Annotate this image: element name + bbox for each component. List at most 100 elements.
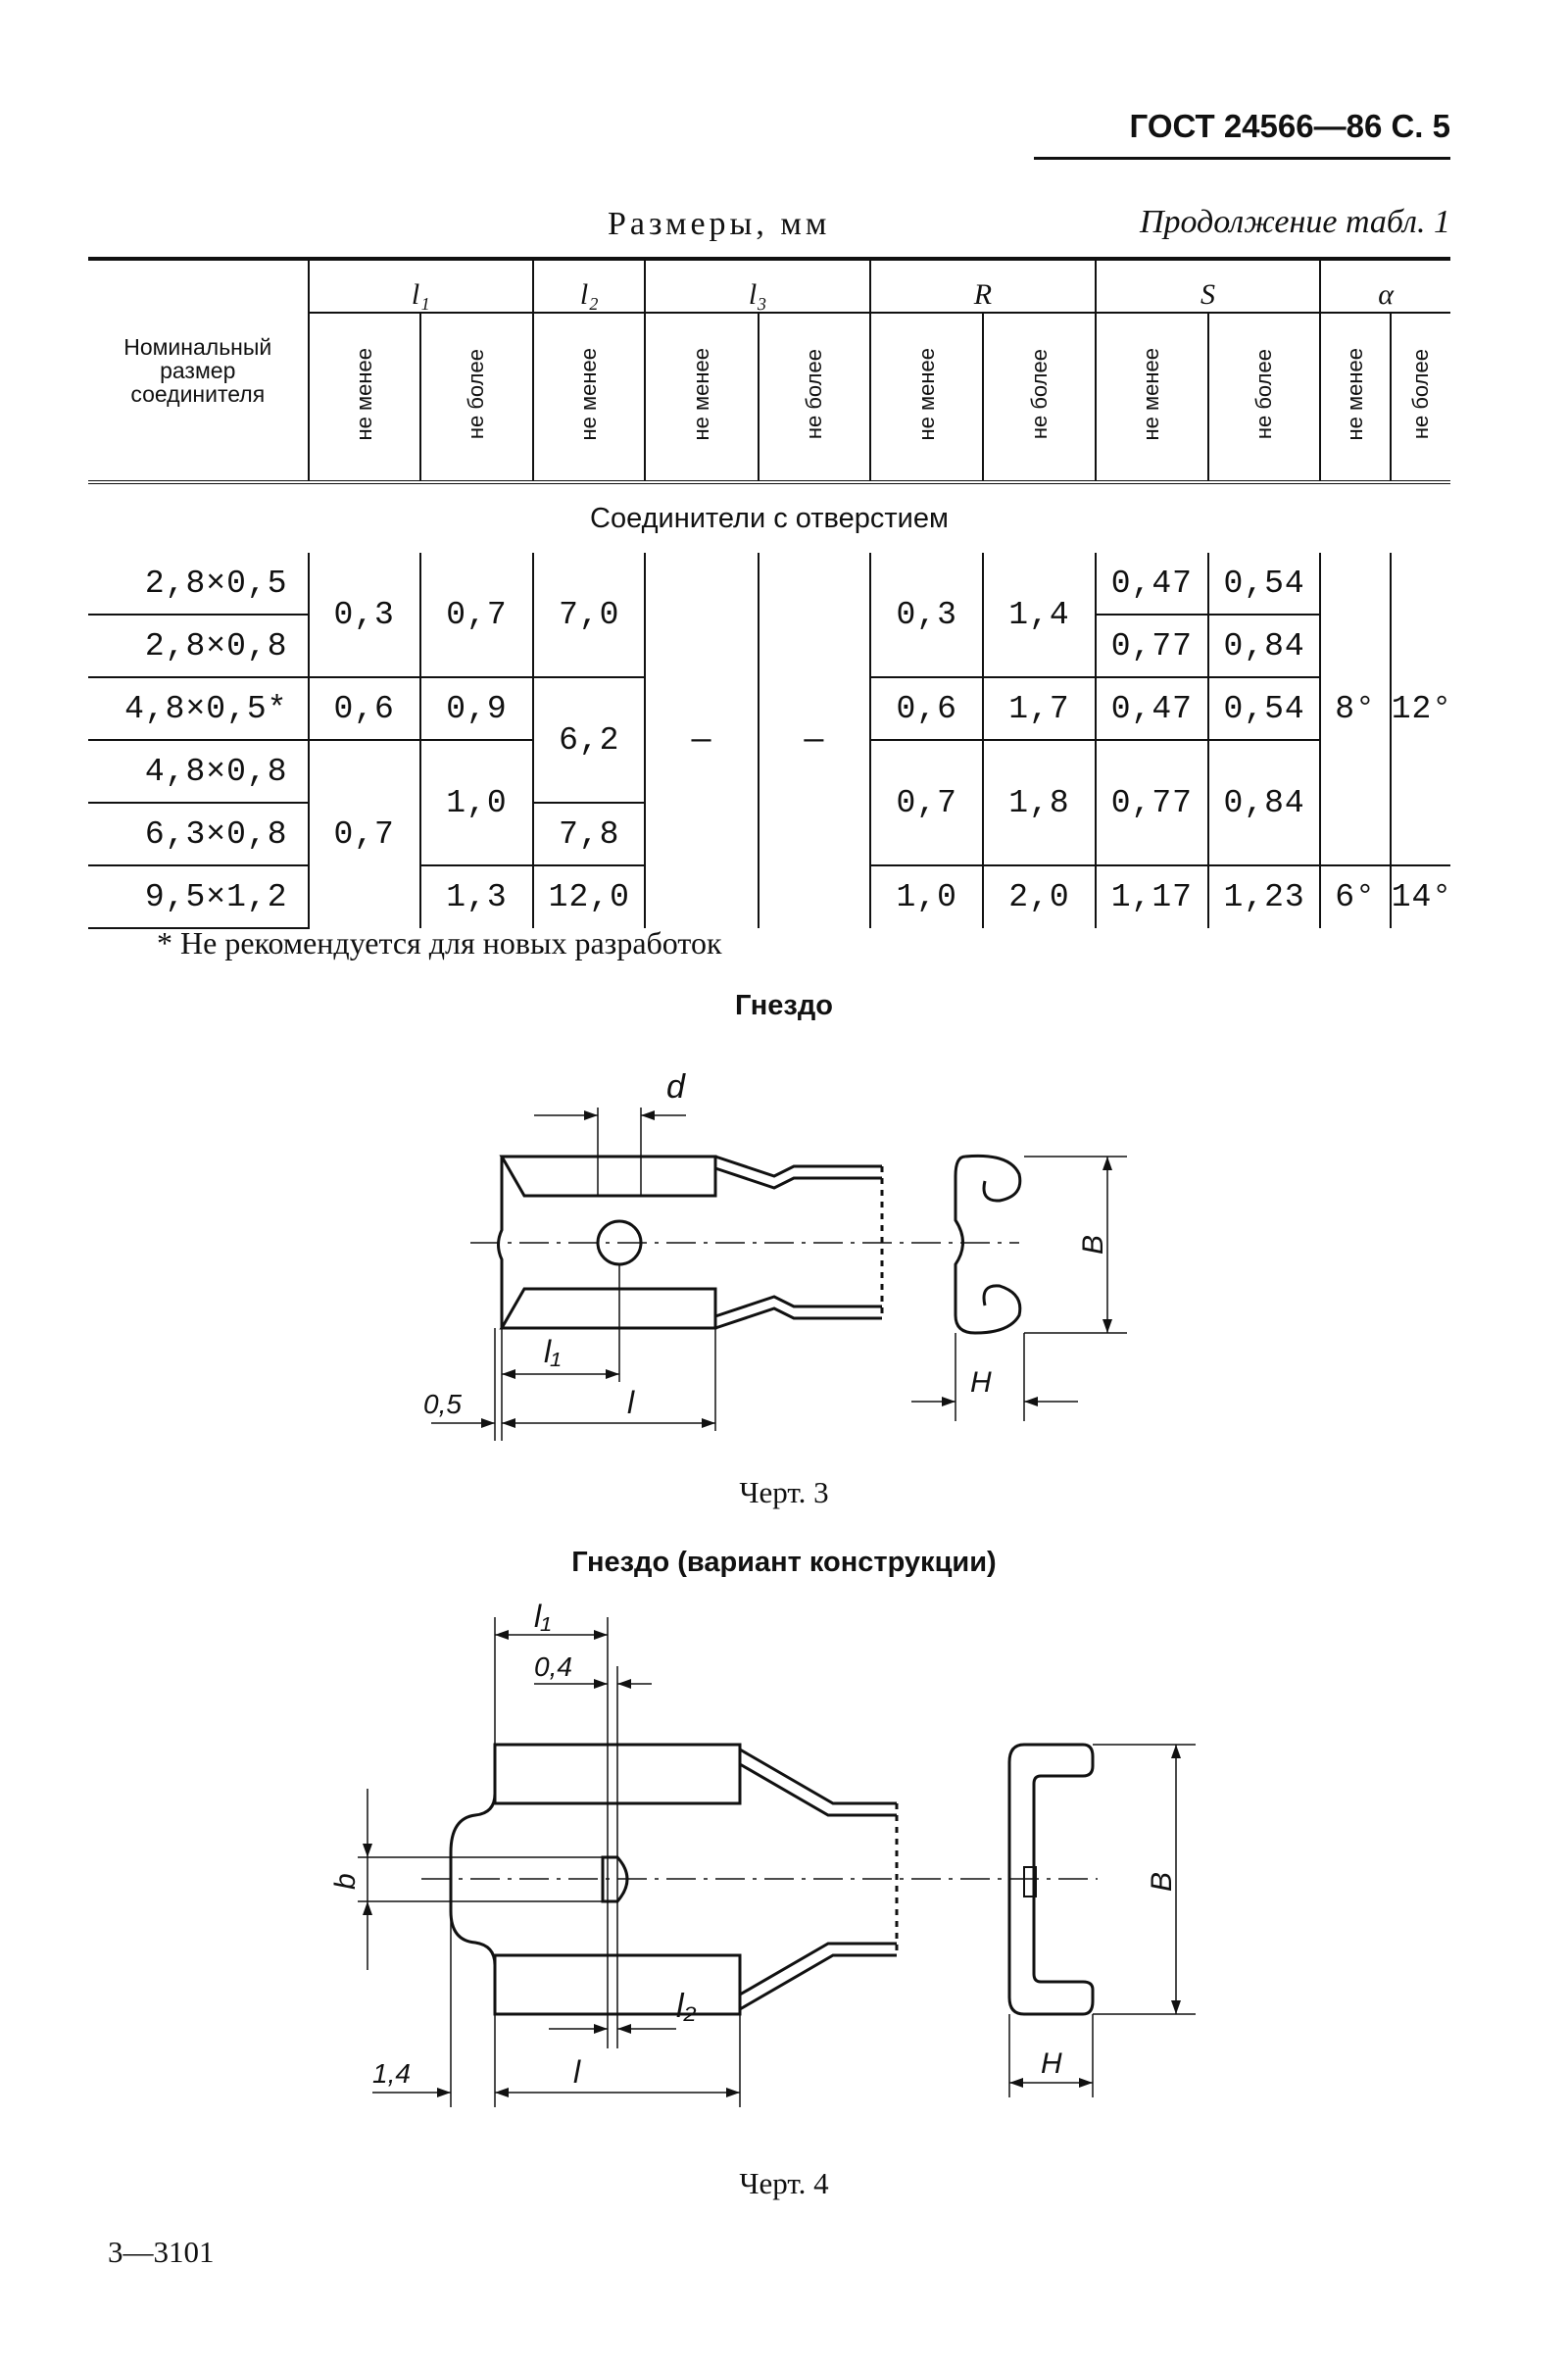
table-cell: 7,0 bbox=[532, 553, 646, 678]
table-section-row: Соединители с отверстием bbox=[88, 482, 1450, 553]
header-R: R bbox=[869, 257, 1096, 313]
row-label: 2,8×0,5 bbox=[88, 553, 309, 616]
profile-detent bbox=[1023, 1866, 1037, 1897]
table-row: 4,8×0,5* 0,6 0,9 6,2 0,6 1,7 0,47 0,54 bbox=[88, 677, 1450, 804]
table-cell: 0,7 bbox=[307, 740, 420, 928]
figure3-title: Гнездо bbox=[735, 990, 833, 1021]
table-subheader-row: не менее не более не менее не менее не б… bbox=[88, 312, 1450, 484]
table-row: 4,8×0,8 0,7 1,0 0,7 1,8 0,77 0,84 bbox=[88, 740, 1450, 928]
table-cell: 0,84 bbox=[1206, 740, 1321, 866]
dim-arrow bbox=[437, 2088, 740, 2097]
crimp-upper bbox=[739, 1748, 897, 1805]
crimp-lower bbox=[714, 1306, 882, 1330]
R-max-header: не более bbox=[1026, 349, 1052, 440]
socket-upper-jaw bbox=[499, 1155, 717, 1198]
socket-profile bbox=[1007, 1743, 1095, 2016]
table-cell: 0,84 bbox=[1206, 615, 1321, 678]
dim-arrow bbox=[495, 1630, 631, 1689]
table-cell: 0,6 bbox=[307, 677, 420, 741]
l3-min-header: не менее bbox=[689, 348, 714, 441]
table-row: 2,8×0,5 0,3 0,7 7,0 — — 0,3 1,4 0,47 0,5… bbox=[88, 553, 1451, 928]
R-min-header: не менее bbox=[913, 348, 939, 441]
crimp-lower bbox=[739, 1953, 897, 2011]
crimp-lower-inner bbox=[714, 1295, 882, 1318]
table-cell: 0,47 bbox=[1094, 677, 1208, 741]
dim-arrow bbox=[481, 1369, 715, 1428]
header-l2: l₂ bbox=[532, 257, 646, 313]
table-cell: 0,7 bbox=[869, 740, 984, 866]
label-b: b bbox=[329, 1873, 362, 1890]
table-cell: 1,8 bbox=[982, 740, 1096, 866]
header-alpha: α bbox=[1319, 257, 1450, 313]
alpha-min-header: не менее bbox=[1342, 348, 1367, 441]
table-cell: 1,0 bbox=[869, 865, 984, 928]
table-caption-continuation: Продолжение табл. 1 bbox=[1139, 204, 1450, 240]
dim-arrow bbox=[594, 2024, 631, 2034]
label-offset-left: 1,4 bbox=[372, 2058, 411, 2089]
table-row: 9,5×1,2 1,3 12,0 1,0 2,0 1,17 1,23 6° 14… bbox=[88, 865, 1451, 929]
table-cell: 14° bbox=[1389, 865, 1451, 928]
table-cell: 6° bbox=[1319, 865, 1391, 928]
crimp-lower-inner bbox=[739, 1942, 897, 1996]
row-label: 4,8×0,8 bbox=[88, 740, 309, 804]
table-cell: 0,3 bbox=[869, 553, 984, 678]
figure3-caption: Черт. 3 bbox=[739, 1475, 829, 1509]
crimp-upper-inner bbox=[739, 1762, 897, 1817]
label-l1: l₁ bbox=[544, 1334, 561, 1369]
table-cell: 1,7 bbox=[982, 677, 1096, 741]
table-row: 2,8×0,8 0,77 0,84 bbox=[88, 615, 1450, 678]
label-B: B bbox=[1146, 1872, 1178, 1892]
table-footnote: * Не рекомендуется для новых разработок bbox=[157, 925, 722, 961]
table-cell: 0,54 bbox=[1206, 553, 1321, 616]
table-cell: 0,9 bbox=[418, 677, 534, 741]
figure3-drawing: d l₁ l 0,5 B H bbox=[423, 1068, 1127, 1441]
table-cell: 8° bbox=[1319, 553, 1391, 866]
table-cell: 0,6 bbox=[869, 677, 984, 741]
l1-min-header: не менее bbox=[351, 348, 376, 441]
table-cell: 0,54 bbox=[1206, 677, 1321, 741]
l1-max-header: не более bbox=[464, 349, 489, 440]
label-B: B bbox=[1077, 1235, 1109, 1255]
dim-arrow bbox=[584, 1110, 655, 1120]
table-cell: 0,47 bbox=[1094, 553, 1208, 616]
table-cell: 2,0 bbox=[982, 865, 1096, 928]
figure4-caption: Черт. 4 bbox=[739, 2166, 829, 2200]
label-d: d bbox=[666, 1068, 686, 1106]
table-caption-sizes: Размеры, мм bbox=[608, 206, 831, 242]
crimp-upper bbox=[714, 1155, 882, 1178]
alpha-max-header: не более bbox=[1407, 349, 1433, 440]
table-cell: 0,77 bbox=[1094, 740, 1208, 866]
page-footer-code: 3—3101 bbox=[108, 2235, 215, 2269]
l2-min-header: не менее bbox=[576, 348, 602, 441]
label-offset-top: 0,4 bbox=[534, 1651, 572, 1682]
socket-left-edge bbox=[497, 1157, 504, 1328]
S-min-header: не менее bbox=[1139, 348, 1164, 441]
socket-lower-jaw bbox=[499, 1287, 717, 1330]
header-rule bbox=[1034, 157, 1450, 160]
row-label: 6,3×0,8 bbox=[88, 803, 309, 866]
table-cell: 0,7 bbox=[418, 553, 534, 678]
crimp-upper-inner bbox=[714, 1166, 882, 1190]
socket-left-edge bbox=[449, 1745, 497, 2014]
table-cell: 12° bbox=[1389, 553, 1451, 866]
section-title: Соединители с отверстием bbox=[590, 502, 949, 534]
table-cell: 6,2 bbox=[532, 677, 646, 804]
socket-profile bbox=[954, 1154, 1022, 1335]
table-cell: — bbox=[644, 553, 759, 928]
table-cell: 12,0 bbox=[532, 865, 646, 928]
table-cell: 7,8 bbox=[532, 803, 646, 866]
label-offset: 0,5 bbox=[423, 1389, 462, 1419]
table-cell: 1,17 bbox=[1094, 865, 1208, 928]
page-header-title: ГОСТ 24566—86 С. 5 bbox=[1129, 108, 1450, 144]
label-H: H bbox=[970, 1366, 992, 1399]
header-l3: l₃ bbox=[644, 257, 871, 313]
S-max-header: не более bbox=[1251, 349, 1277, 440]
figure4-title: Гнездо (вариант конструкции) bbox=[571, 1547, 997, 1578]
label-l1: l₁ bbox=[534, 1599, 551, 1634]
table-cell: 0,77 bbox=[1094, 615, 1208, 678]
table-cell: — bbox=[757, 553, 871, 928]
table-row: 6,3×0,8 7,8 bbox=[88, 803, 1450, 866]
label-l: l bbox=[627, 1385, 635, 1420]
